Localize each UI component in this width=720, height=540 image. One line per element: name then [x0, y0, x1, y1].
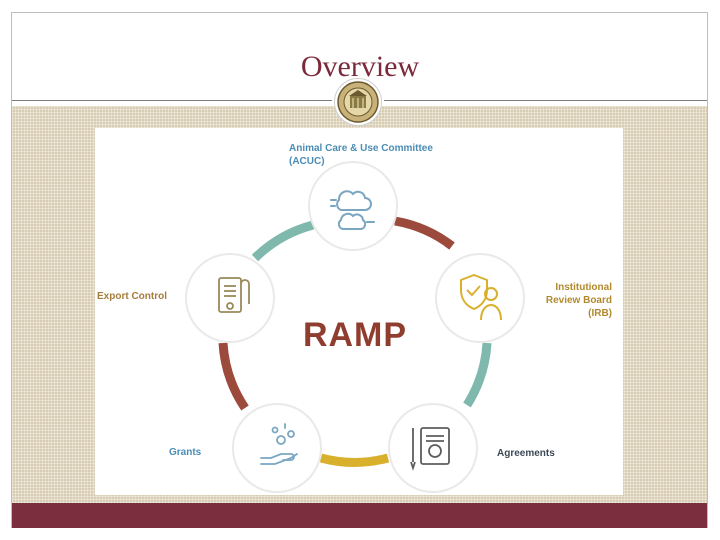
- node-label-grants-line-1: Grants: [169, 447, 202, 458]
- node-label-acuc: Animal Care & Use Committee (ACUC): [289, 142, 433, 168]
- node-circle-agreements: [388, 403, 478, 493]
- university-seal-icon: [334, 78, 382, 126]
- node-circle-export: [185, 253, 275, 343]
- node-label-acuc-line-1: Animal Care & Use Committee: [289, 143, 433, 154]
- node-label-grants: Grants: [169, 446, 201, 459]
- node-label-irb-line-2: Review Board: [545, 295, 612, 306]
- ring-arc-irb-agreements: [463, 342, 492, 408]
- shield-person-icon: [460, 274, 502, 321]
- node-label-irb-line-3: (IRB): [588, 308, 612, 319]
- node-label-agreements-line-1: Agreements: [497, 448, 555, 459]
- contract-certificate-icon: [410, 427, 450, 471]
- node-circle-grants: [232, 403, 322, 493]
- node-label-irb: Institutional Review Board (IRB): [520, 281, 612, 320]
- scroll-document-icon: [218, 277, 250, 313]
- node-label-agreements: Agreements: [497, 447, 555, 460]
- title-divider-left: [12, 100, 332, 101]
- node-label-acuc-line-2: (ACUC): [289, 156, 325, 167]
- diagram-center-label: RAMP: [302, 316, 408, 354]
- node-label-export-control-line-1: Export Control: [97, 291, 167, 302]
- node-circle-acuc: [308, 161, 398, 251]
- slide-title: Overview: [300, 50, 420, 83]
- footer-bar: [12, 503, 707, 528]
- clouds-icon: [330, 190, 375, 230]
- hand-coins-icon: [260, 423, 298, 465]
- ring-arc-acuc-irb: [394, 216, 455, 250]
- ramp-cycle-diagram: [185, 161, 525, 493]
- node-label-irb-line-1: Institutional: [555, 282, 612, 293]
- ring-arc-grants-export: [218, 342, 249, 411]
- ring-arc-agreements-grants: [319, 453, 390, 467]
- title-divider-right: [384, 100, 707, 101]
- ring-arc-export-acuc: [251, 220, 315, 262]
- node-label-export-control: Export Control: [97, 290, 167, 303]
